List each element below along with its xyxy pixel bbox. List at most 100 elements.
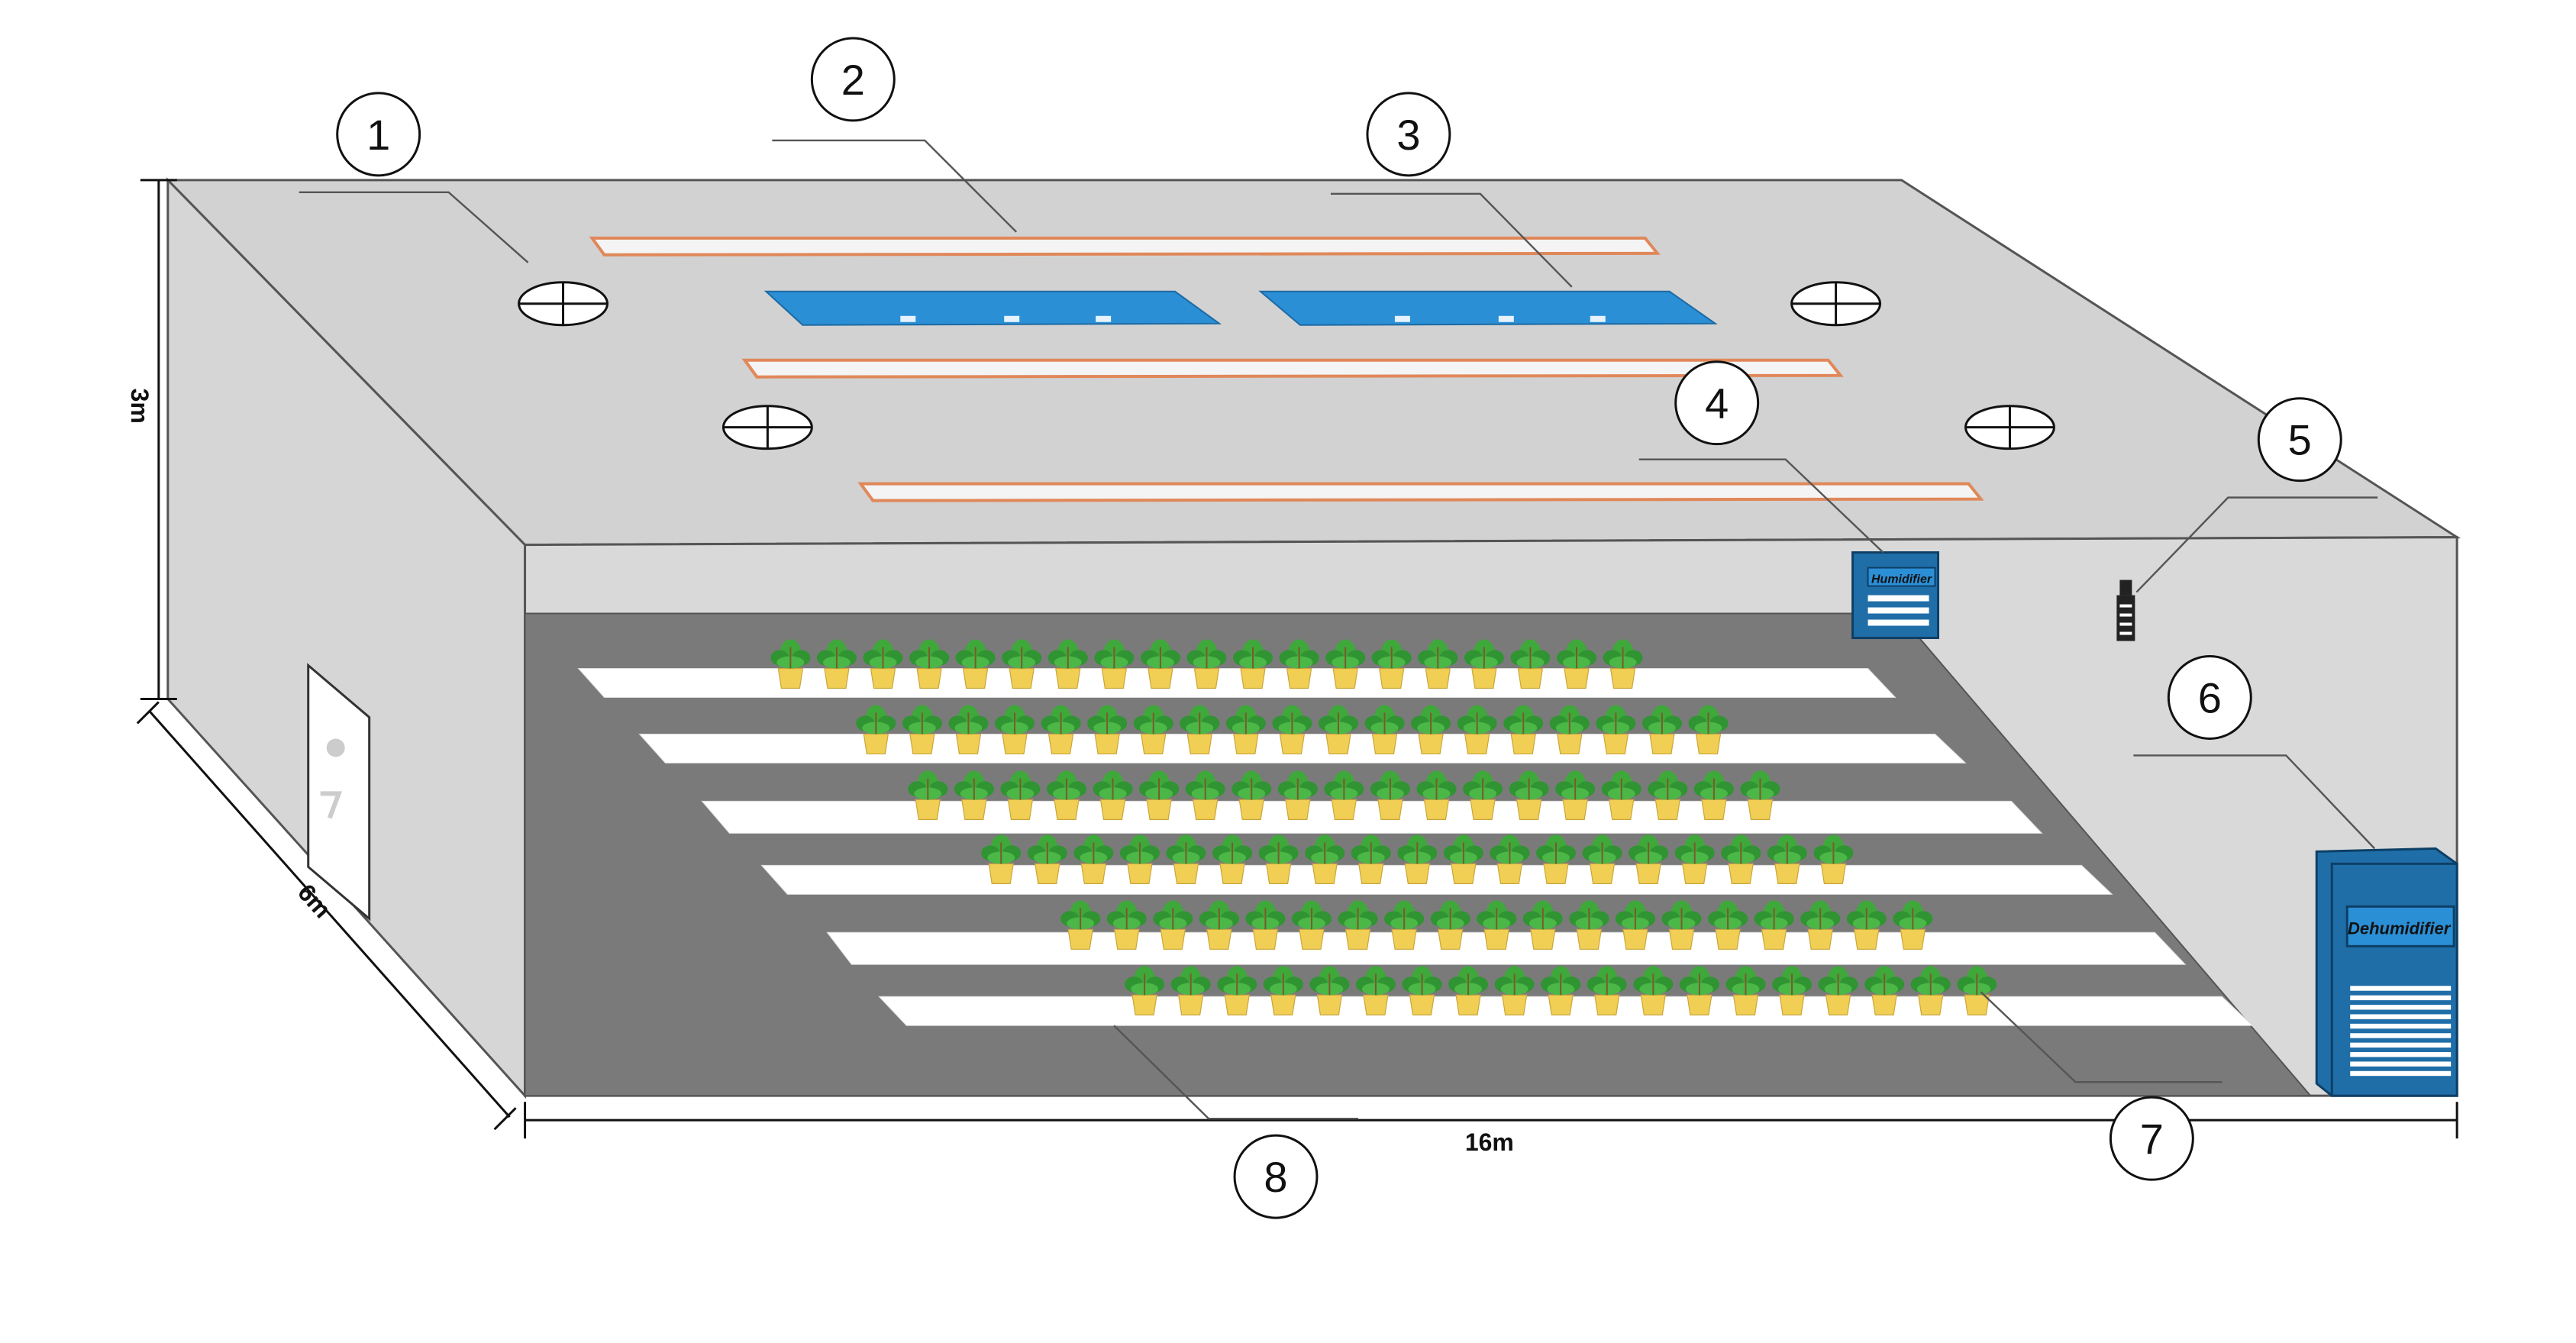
grille-slat	[2350, 1005, 2452, 1010]
callout-leader-line	[2135, 496, 2378, 593]
potted-plant	[1679, 966, 1719, 1015]
potted-plant	[1106, 900, 1147, 950]
humidifier: Humidifier	[1851, 551, 1940, 640]
potted-plant	[1258, 835, 1299, 884]
callout-number: 2	[841, 56, 865, 104]
callout-7: 7	[1980, 991, 2223, 1181]
potted-plant	[1027, 835, 1067, 884]
ceiling-panels	[763, 290, 1718, 326]
potted-plant	[1615, 900, 1655, 950]
callout-number: 1	[366, 111, 390, 159]
potted-plant	[1536, 835, 1576, 884]
potted-plant	[863, 639, 903, 689]
potted-plant	[1217, 966, 1257, 1015]
potted-plant	[955, 639, 996, 689]
fan-icon	[518, 281, 609, 327]
potted-plant	[1503, 705, 1544, 755]
potted-plant	[1125, 966, 1165, 1015]
potted-plant	[1740, 770, 1780, 820]
callout-circle	[810, 37, 896, 122]
callout-leader-line	[1638, 458, 1884, 554]
potted-plant	[1864, 966, 1905, 1015]
potted-plant	[1325, 639, 1366, 689]
potted-plant	[1708, 900, 1748, 950]
led-light-tube	[857, 482, 1984, 502]
potted-plant	[1549, 705, 1590, 755]
potted-plant	[1279, 639, 1319, 689]
potted-plant	[1893, 900, 1933, 950]
potted-plant	[1119, 835, 1160, 884]
growing-bench	[577, 668, 1896, 698]
potted-plant	[1309, 966, 1350, 1015]
callout-number: 8	[1264, 1153, 1287, 1201]
potted-plant	[1094, 639, 1135, 689]
humidifier-label: Humidifier	[1871, 573, 1932, 586]
potted-plant	[1430, 900, 1470, 950]
callout-3: 3	[1330, 92, 1573, 288]
potted-plant	[770, 639, 811, 689]
dehumidifier: Dehumidifier	[2315, 847, 2458, 1097]
callout-leader-line	[1330, 192, 1573, 288]
callout-leader-line	[1113, 1025, 1358, 1120]
sensor	[2116, 579, 2135, 641]
potted-plant	[1541, 966, 1581, 1015]
potted-plant	[1048, 639, 1088, 689]
led-light-tubes	[589, 236, 1984, 502]
potted-plant	[1355, 966, 1396, 1015]
potted-plant	[1153, 900, 1193, 950]
callout-2: 2	[772, 37, 1018, 233]
grille-slat	[2350, 1014, 2452, 1019]
potted-plant	[1185, 770, 1225, 820]
potted-plant	[856, 705, 896, 755]
potted-plant	[902, 705, 942, 755]
potted-plant	[1629, 835, 1669, 884]
potted-plant	[1305, 835, 1345, 884]
potted-plant	[1245, 900, 1286, 950]
potted-plant	[1232, 770, 1272, 820]
potted-plant	[1443, 835, 1483, 884]
callout-circle	[2109, 1096, 2194, 1181]
potted-plant	[1601, 770, 1641, 820]
grille-slat	[2350, 1023, 2452, 1029]
growing-bench	[701, 800, 2043, 834]
callout-circle	[1366, 92, 1451, 177]
potted-plant	[1087, 705, 1128, 755]
potted-plant	[1073, 835, 1114, 884]
callout-number: 4	[1705, 379, 1729, 428]
fan-icon	[1790, 281, 1882, 327]
callout-number: 7	[2140, 1115, 2164, 1163]
potted-plant	[1364, 705, 1405, 755]
potted-plant	[995, 705, 1035, 755]
potted-plant	[1490, 835, 1530, 884]
potted-plant	[1813, 835, 1854, 884]
potted-plant	[1338, 900, 1378, 950]
potted-plant	[954, 770, 994, 820]
callout-number: 6	[2198, 673, 2222, 722]
potted-plant	[1351, 835, 1391, 884]
led-light-tube	[589, 236, 1661, 257]
potted-plant	[1133, 705, 1173, 755]
potted-plant	[1725, 966, 1766, 1015]
potted-plant	[1477, 900, 1517, 950]
ceiling-panel	[1258, 290, 1718, 326]
potted-plant	[1641, 705, 1682, 755]
callout-leader-line	[2133, 754, 2376, 850]
callout-4: 4	[1638, 360, 1884, 554]
potted-plant	[1170, 966, 1211, 1015]
potted-plant	[1000, 770, 1041, 820]
potted-plant	[1674, 835, 1715, 884]
potted-plant	[1957, 966, 1997, 1015]
potted-plant	[1648, 770, 1688, 820]
plants	[770, 639, 1997, 1015]
potted-plant	[1587, 966, 1627, 1015]
potted-plant	[1522, 900, 1563, 950]
potted-plant	[1370, 770, 1410, 820]
potted-plant	[1139, 770, 1180, 820]
callout-circle	[336, 92, 421, 177]
callout-number: 3	[1396, 111, 1420, 159]
potted-plant	[1397, 835, 1438, 884]
potted-plant	[1199, 900, 1239, 950]
potted-plant	[1411, 705, 1451, 755]
callout-circle	[1674, 360, 1760, 446]
grille-slat	[2350, 1061, 2452, 1067]
